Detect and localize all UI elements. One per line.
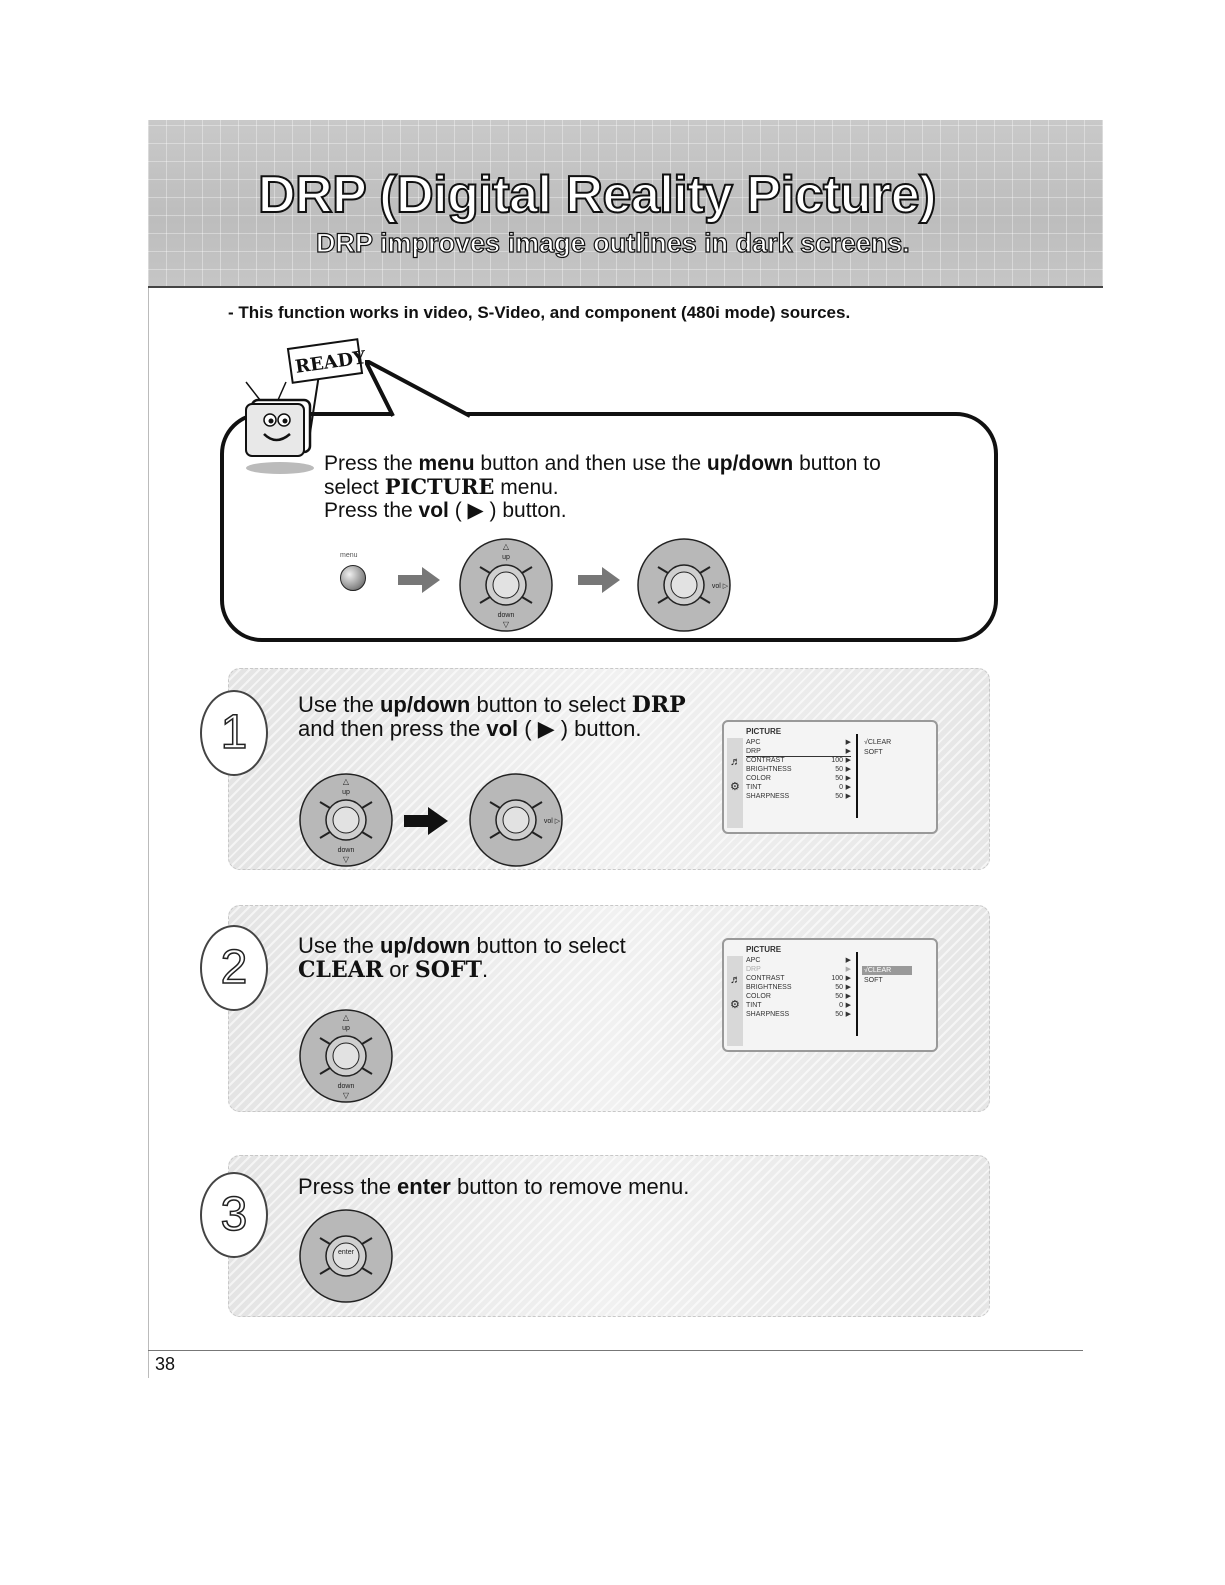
down-arrow-icon: ▽ (343, 1091, 350, 1100)
ready-mascot (238, 338, 368, 483)
osd-title: PICTURE (746, 945, 782, 954)
source-note: - This function works in video, S-Video,… (228, 303, 851, 322)
joypad-vol[interactable]: vol ▷ (636, 537, 732, 633)
osd-divider (856, 734, 858, 818)
step-1-joypad-up-down[interactable]: △ up down ▽ (298, 772, 394, 868)
osd-row-drp: DRP▶ (746, 748, 851, 757)
osd-sub-soft: SOFT (864, 977, 883, 984)
osd-divider (856, 952, 858, 1036)
vol-label: vol ▷ (712, 583, 729, 590)
up-arrow-icon: △ (503, 542, 510, 551)
page-number: 38 (155, 1354, 176, 1374)
up-label: up (342, 1025, 350, 1032)
osd-sub-clear: √CLEAR (862, 966, 912, 975)
down-label: down (338, 1083, 355, 1090)
arrow-right-icon (398, 567, 440, 593)
step-1-number-badge: 1 (200, 690, 268, 776)
step-3-text: Press the enter button to remove menu. (298, 1174, 690, 1199)
page-title: DRP (Digital Reality Picture) (257, 165, 938, 225)
osd-title: PICTURE (746, 727, 782, 736)
step-2-text: Use the up/down button to select CLEAR o… (298, 933, 626, 983)
osd-row-apc: APC▶ (746, 739, 851, 746)
down-arrow-icon: ▽ (503, 620, 510, 629)
up-label: up (342, 789, 350, 796)
step-3-joypad-enter[interactable]: enter (298, 1208, 394, 1304)
down-label: down (498, 612, 515, 619)
down-label: down (338, 847, 355, 854)
osd-sidebar (727, 956, 743, 1046)
osd-sidebar (727, 738, 743, 828)
ready-line-3: Press the vol ( ▶ ) button. (324, 499, 567, 522)
up-arrow-icon: △ (343, 1013, 350, 1022)
gear-icon: ⚙ (730, 999, 740, 1011)
ready-line-1: Press the menu button and then use the u… (324, 452, 881, 475)
down-arrow-icon: ▽ (343, 855, 350, 864)
step-2-joypad-up-down[interactable]: △ up down ▽ (298, 1008, 394, 1104)
arrow-right-icon (578, 567, 620, 593)
vol-label: vol ▷ (544, 818, 561, 825)
step-1-text: Use the up/down button to select DRP and… (298, 692, 686, 741)
osd-sub-clear: √CLEAR (864, 739, 892, 746)
menu-button-label: menu (340, 552, 358, 559)
left-margin-rule (148, 288, 149, 1378)
arrow-right-icon (404, 807, 448, 835)
footer-rule (148, 1350, 1083, 1351)
page-subtitle: DRP improves image outlines in dark scre… (315, 227, 910, 258)
ready-bubble (220, 412, 998, 642)
ready-instructions: Press the menu button and then use the u… (324, 452, 881, 522)
step-2-number: 2 (220, 940, 248, 995)
speaker-icon: ♬ (730, 974, 741, 986)
step-3-number: 3 (220, 1187, 248, 1242)
ready-line-2: select PICTURE menu. (324, 474, 559, 499)
tv-mascot-icon (245, 338, 364, 474)
joypad-up-down[interactable]: △ up down ▽ (458, 537, 554, 633)
bubble-tail (365, 360, 471, 418)
step-3-number-badge: 3 (200, 1172, 268, 1258)
menu-button[interactable] (340, 565, 366, 591)
osd-row-drp: DRP▶ (746, 966, 851, 973)
up-label: up (502, 554, 510, 561)
speaker-icon: ♬ (730, 756, 741, 768)
osd-row-apc: APC▶ (746, 957, 851, 964)
step-2-number-badge: 2 (200, 925, 268, 1011)
enter-label: enter (338, 1249, 355, 1256)
gear-icon: ⚙ (730, 781, 740, 793)
step-1-joypad-vol[interactable]: vol ▷ (468, 772, 564, 868)
header-banner (148, 120, 1103, 288)
osd-sub-soft: SOFT (864, 749, 883, 756)
step-1-number: 1 (220, 705, 248, 760)
up-arrow-icon: △ (343, 777, 350, 786)
header-divider (148, 286, 1103, 288)
